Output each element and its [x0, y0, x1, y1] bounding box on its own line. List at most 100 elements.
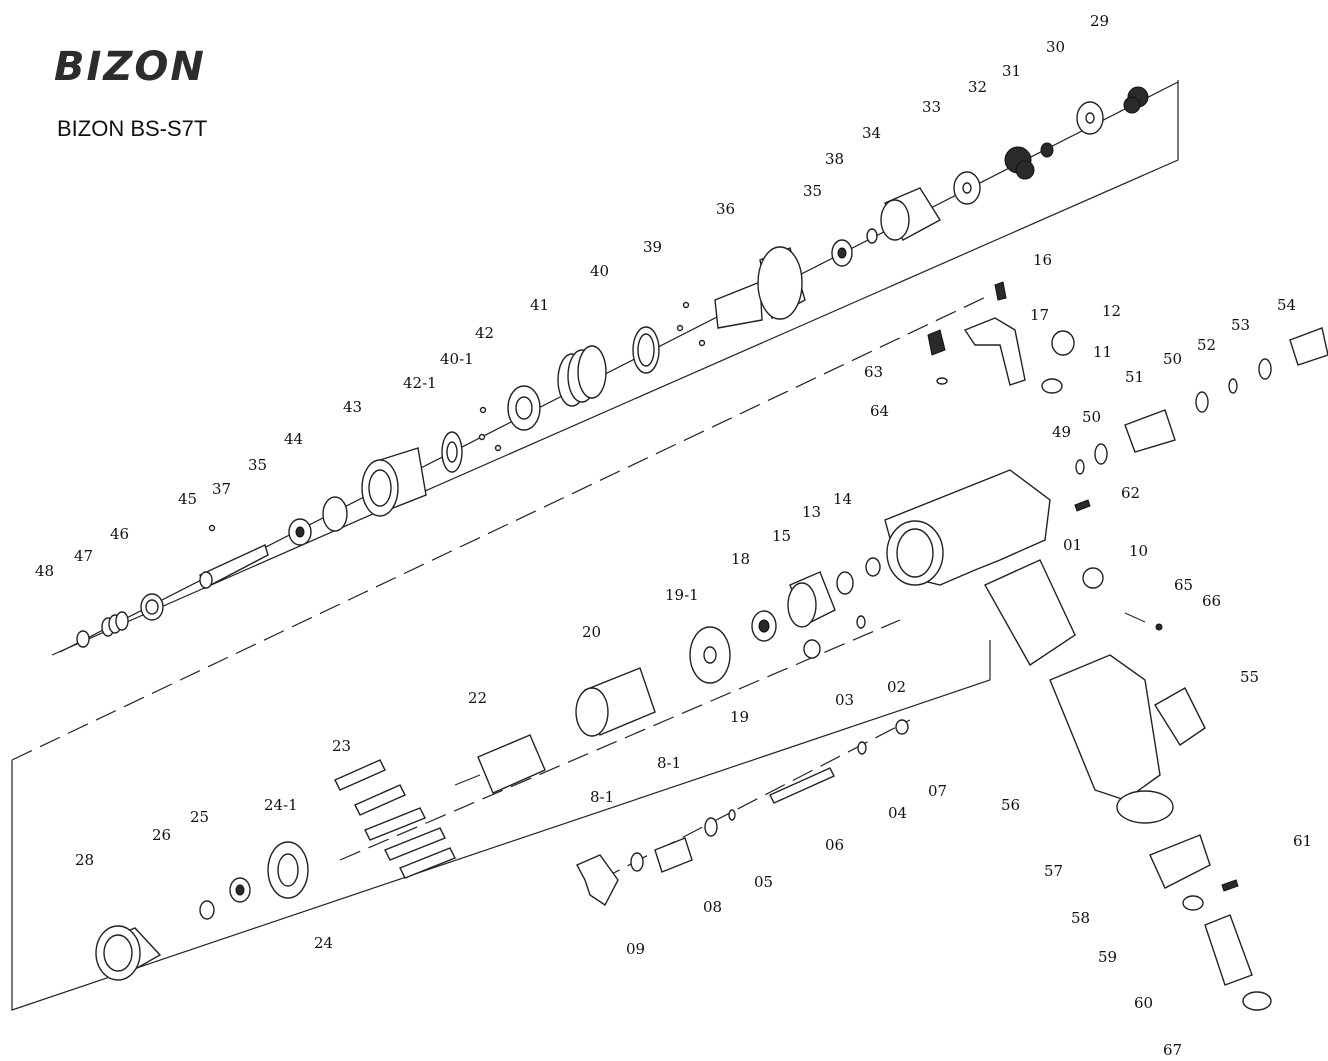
- callout-62: 62: [1121, 484, 1140, 502]
- part-11-oring: [1041, 378, 1063, 394]
- part-56-grip: [1049, 654, 1161, 801]
- part-23-vanes: [334, 759, 456, 879]
- part-31-pin: [1040, 142, 1054, 158]
- callout-16: 16: [1033, 251, 1052, 269]
- callout-52: 52: [1197, 336, 1216, 354]
- callout-08: 08: [703, 898, 722, 916]
- callout-18: 18: [731, 550, 750, 568]
- callout-10: 10: [1129, 542, 1148, 560]
- part-32-planet-gear: [1004, 146, 1035, 180]
- callout-25: 25: [190, 808, 209, 826]
- part-57-oring: [1116, 790, 1174, 824]
- callout-49: 49: [1052, 423, 1071, 441]
- callout-42-1: 42-1: [403, 374, 437, 392]
- callout-66: 66: [1202, 592, 1221, 610]
- part-49-oring: [1075, 459, 1085, 475]
- part-51-valve: [1124, 409, 1176, 453]
- callout-03: 03: [835, 691, 854, 709]
- callout-19: 19: [730, 708, 749, 726]
- part-28-end-cap: [95, 925, 162, 981]
- assembly-axis-frame: [11, 640, 991, 1011]
- part-43-collar: [361, 447, 427, 517]
- callout-34: 34: [862, 124, 881, 142]
- callout-12: 12: [1102, 302, 1121, 320]
- callout-24-1: 24-1: [264, 796, 298, 814]
- callout-46: 46: [110, 525, 129, 543]
- part-34-housing: [880, 187, 941, 241]
- callout-56: 56: [1001, 796, 1020, 814]
- callout-19-1: 19-1: [665, 586, 699, 604]
- part-05-oring: [728, 809, 736, 821]
- callout-23: 23: [332, 737, 351, 755]
- assembly-axis-middle: [11, 294, 991, 761]
- callout-11: 11: [1093, 343, 1112, 361]
- part-42-plate: [507, 385, 541, 431]
- part-24-rear-cap: [267, 841, 309, 899]
- callout-59: 59: [1098, 948, 1117, 966]
- part-58-cap: [1149, 834, 1211, 889]
- callout-60: 60: [1134, 994, 1153, 1012]
- part-55-block: [1154, 687, 1206, 746]
- part-03-bushing: [803, 639, 821, 659]
- part-18-bearing: [751, 610, 777, 642]
- part-10-cap: [1082, 567, 1104, 589]
- part-14-ring: [865, 557, 881, 577]
- part-42-1-plate: [441, 431, 463, 473]
- callout-42: 42: [475, 324, 494, 342]
- part-26-clip: [199, 900, 215, 920]
- callout-45: 45: [178, 490, 197, 508]
- callout-09: 09: [626, 940, 645, 958]
- part-48-oring: [76, 630, 90, 648]
- callout-24: 24: [314, 934, 333, 952]
- callout-26: 26: [152, 826, 171, 844]
- part-60-inlet: [1204, 914, 1253, 986]
- part-37-shaft: [199, 544, 269, 589]
- callout-55: 55: [1240, 668, 1259, 686]
- assembly-axis-lower: [339, 619, 901, 861]
- part-16-screw: [994, 281, 1007, 301]
- callout-50: 50: [1082, 408, 1101, 426]
- callout-8-1: 8-1: [657, 754, 681, 772]
- part-64-oring: [936, 377, 948, 385]
- part-62-pin: [1074, 499, 1091, 512]
- brand-logo: BIZON: [54, 44, 206, 90]
- part-02-oring: [856, 615, 866, 629]
- part-8-1-oring-a: [704, 817, 718, 837]
- callout-04: 04: [888, 804, 907, 822]
- part-30-carrier: [1076, 101, 1104, 135]
- callout-02: 02: [887, 678, 906, 696]
- part-46-bushing: [140, 593, 164, 621]
- part-47-spring: [101, 611, 129, 637]
- callout-54: 54: [1277, 296, 1296, 314]
- part-22-rotor: [454, 734, 546, 794]
- callout-07: 07: [928, 782, 947, 800]
- callout-labels: 2930313233343536383940414240-142-1434445…: [35, 12, 1312, 1059]
- callout-64: 64: [870, 402, 889, 420]
- callout-53: 53: [1231, 316, 1250, 334]
- part-19-rear-plate: [689, 626, 731, 684]
- callout-17: 17: [1030, 306, 1049, 324]
- callout-58: 58: [1071, 909, 1090, 927]
- callout-01: 01: [1063, 536, 1082, 554]
- callout-40-1: 40-1: [440, 350, 474, 368]
- callout-32: 32: [968, 78, 987, 96]
- part-53-washer: [1258, 358, 1272, 380]
- callout-06: 06: [825, 836, 844, 854]
- part-50-oring-b: [1094, 443, 1108, 465]
- callout-8-1: 8-1: [590, 788, 614, 806]
- part-40-washer: [632, 326, 660, 374]
- callout-38: 38: [825, 150, 844, 168]
- part-66-ball: [1155, 623, 1163, 631]
- part-67-filter: [1242, 991, 1272, 1011]
- part-38-clip: [866, 228, 878, 244]
- callout-13: 13: [802, 503, 821, 521]
- callout-22: 22: [468, 689, 487, 707]
- callout-40: 40: [590, 262, 609, 280]
- callout-35: 35: [803, 182, 822, 200]
- part-54-swivel: [1289, 327, 1328, 366]
- part-07-spring: [895, 719, 909, 735]
- part-35-bearing-left: [288, 518, 312, 546]
- callout-29: 29: [1090, 12, 1109, 30]
